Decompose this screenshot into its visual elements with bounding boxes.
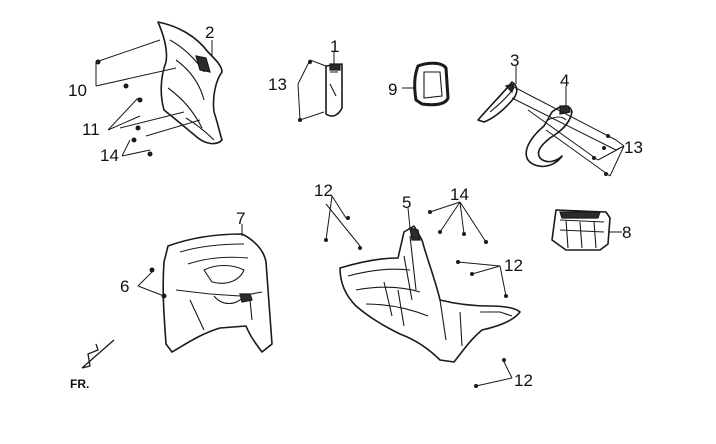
leaders-5-7-6: [137, 207, 411, 299]
callout-14-middle: 14: [450, 185, 469, 204]
part-2-front-shield: [157, 21, 223, 145]
leaders-upper-right: [511, 66, 625, 177]
callout-12-right: 12: [504, 256, 523, 275]
part-1-bracket: [325, 63, 343, 117]
callout-5: 5: [402, 193, 411, 212]
part-9-gasket: [413, 61, 450, 107]
leaders-14-middle: [428, 201, 488, 244]
callout-13-left: 13: [268, 75, 287, 94]
part-5-frame-cover: [339, 225, 521, 363]
part-3-trim: [477, 81, 518, 123]
callout-11: 11: [82, 120, 100, 139]
leaders-12-bottom: [474, 358, 513, 388]
callout-13-right: 13: [624, 138, 643, 157]
part-8-storage-box: [551, 209, 611, 251]
leaders-upper-middle: [211, 40, 335, 122]
callout-1: 1: [330, 37, 339, 56]
callout-10: 10: [68, 81, 87, 100]
callout-4: 4: [560, 71, 569, 90]
callout-9: 9: [388, 80, 397, 99]
callout-8: 8: [622, 223, 631, 242]
callout-3: 3: [510, 51, 519, 70]
callout-12-bottom: 12: [514, 371, 533, 390]
callout-2: 2: [205, 23, 214, 42]
callout-7: 7: [236, 209, 245, 228]
fasteners-left-group: [95, 39, 201, 157]
part-7-inner-panel: [162, 233, 273, 353]
callout-12-upper: 12: [314, 181, 333, 200]
leaders-12-right: [456, 260, 508, 298]
leaders-12-upper: [324, 195, 362, 250]
callout-6: 6: [120, 277, 129, 296]
callout-14-left: 14: [100, 146, 119, 165]
front-direction-label: FR.: [70, 377, 89, 391]
front-direction-indicator: FR.: [70, 339, 115, 391]
leaders-9-8: [402, 87, 622, 233]
